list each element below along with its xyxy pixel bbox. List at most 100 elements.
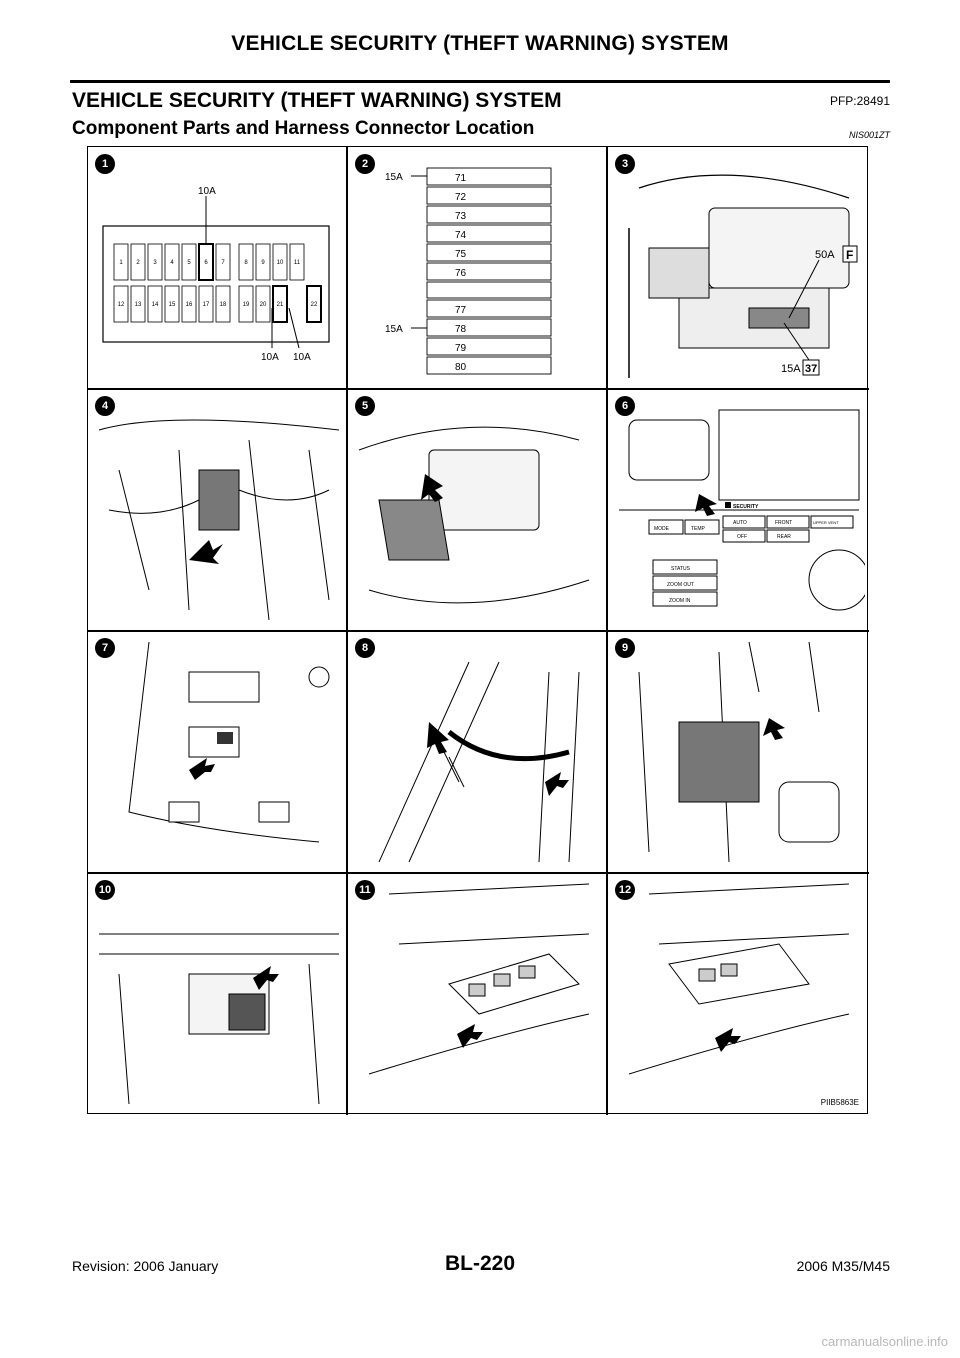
fuse-amp-label: 15A bbox=[781, 363, 801, 375]
zoom-out-button-label: ZOOM OUT bbox=[667, 582, 694, 588]
part-code: PFP:28491 bbox=[829, 94, 890, 108]
fuse-number: 76 bbox=[455, 268, 467, 279]
fuse-label-bottom: 10A bbox=[261, 352, 279, 363]
arrow-icon bbox=[695, 494, 717, 516]
steering-column-illustration bbox=[99, 933, 339, 1105]
arrow-icon bbox=[421, 474, 443, 502]
panel-number-badge: 6 bbox=[615, 396, 635, 416]
fuse-slot bbox=[426, 318, 552, 337]
door-lock-switch-illustration bbox=[378, 661, 580, 863]
fuse-slot-blank bbox=[426, 281, 552, 299]
fuse-number: 5 bbox=[187, 260, 191, 266]
arrow-icon bbox=[189, 758, 215, 780]
fuse-number: 6 bbox=[204, 260, 208, 266]
fuse-slot bbox=[426, 337, 552, 356]
fuse-number: 2 bbox=[136, 260, 140, 266]
fuse-slot bbox=[238, 243, 254, 281]
panel-number-badge: 7 bbox=[95, 638, 115, 658]
fuse-number: 7 bbox=[221, 260, 225, 266]
fuse-number: 8 bbox=[244, 260, 248, 266]
panel-3: 3 50A F 15A 37 bbox=[609, 148, 865, 388]
page-header: VEHICLE SECURITY (THEFT WARNING) SYSTEM bbox=[231, 32, 729, 55]
fuse-slot bbox=[255, 285, 271, 323]
fuse-slot bbox=[426, 167, 552, 186]
front-door-switch-illustration bbox=[368, 883, 590, 1075]
zoom-in-button-label: ZOOM IN bbox=[669, 598, 691, 604]
panel-10: 10 bbox=[89, 874, 345, 1114]
auto-button-label: AUTO bbox=[733, 520, 747, 526]
panel-number-badge: 5 bbox=[355, 396, 375, 416]
security-label: SECURITY bbox=[733, 504, 759, 510]
mode-button-label: MODE bbox=[654, 526, 670, 532]
fuse-slot bbox=[238, 285, 254, 323]
panel-number-badge: 1 bbox=[95, 154, 115, 174]
fuse-number: 3 bbox=[153, 260, 157, 266]
temp-button-label: TEMP bbox=[691, 526, 706, 532]
grid-divider bbox=[88, 388, 869, 390]
fuse-slot bbox=[198, 285, 214, 323]
panel-9: 9 bbox=[609, 632, 865, 872]
fuse-number: 11 bbox=[294, 260, 301, 266]
panel-7: 7 bbox=[89, 632, 345, 872]
fuse-number: 77 bbox=[455, 305, 467, 316]
arrow-icon bbox=[427, 722, 449, 754]
fuse-slot bbox=[113, 243, 129, 281]
fuse-box-letter: F bbox=[846, 248, 853, 262]
off-button-label: OFF bbox=[737, 534, 747, 540]
fuse-number: 21 bbox=[277, 302, 284, 308]
fuse-slot bbox=[164, 285, 180, 323]
fuse-slot bbox=[426, 224, 552, 243]
fuse-slot bbox=[215, 243, 231, 281]
panel-12: 12 bbox=[609, 874, 865, 1114]
fuse-number: 17 bbox=[203, 302, 210, 308]
arrow-icon bbox=[189, 540, 223, 564]
fuse-slot bbox=[147, 285, 163, 323]
panel-6: 6 SECURITY MODE TEMP AUTO FRONT UPPER VE… bbox=[609, 390, 865, 630]
fuse-slot bbox=[289, 243, 305, 281]
fuse-number: 13 bbox=[135, 302, 142, 308]
fuse-number: 14 bbox=[152, 302, 159, 308]
fuse-slot bbox=[215, 285, 231, 323]
panel-number-badge: 4 bbox=[95, 396, 115, 416]
panel-4: 4 bbox=[89, 390, 345, 630]
fuse-slot bbox=[426, 205, 552, 224]
panel-number-badge: 9 bbox=[615, 638, 635, 658]
panel-number-badge: 8 bbox=[355, 638, 375, 658]
engine-fuse-box-illustration: 50A F 15A 37 bbox=[628, 174, 858, 378]
fuse-number: 72 bbox=[455, 192, 467, 203]
fuse-number: 9 bbox=[261, 260, 265, 266]
fuse-slot bbox=[426, 356, 552, 375]
fuse-label-top: 10A bbox=[198, 186, 216, 197]
fuse-number: 16 bbox=[186, 302, 193, 308]
fuse-slot bbox=[306, 285, 322, 323]
front-button-label: FRONT bbox=[775, 520, 792, 526]
panel-5: 5 bbox=[349, 390, 605, 630]
fuse-number: 74 bbox=[455, 230, 467, 241]
panel-number-badge: 12 bbox=[615, 880, 635, 900]
fuse-number: 22 bbox=[311, 302, 318, 308]
header-rule bbox=[70, 80, 890, 83]
fuse-amp-label: 50A bbox=[815, 249, 835, 261]
panel-number-badge: 2 bbox=[355, 154, 375, 174]
engine-room-illustration bbox=[358, 426, 590, 604]
fuse-slot bbox=[113, 285, 129, 323]
fuse-slot bbox=[164, 243, 180, 281]
footer-model: 2006 M35/M45 bbox=[796, 1258, 890, 1274]
lower-dash-switch-illustration bbox=[128, 641, 330, 843]
fuse-number: 20 bbox=[260, 302, 267, 308]
arrow-icon bbox=[545, 772, 569, 796]
fuse-amp-label: 15A bbox=[385, 172, 403, 183]
fuse-number: 15 bbox=[169, 302, 176, 308]
arrow-icon bbox=[253, 966, 279, 990]
rear-button-label: REAR bbox=[777, 534, 791, 540]
panel-11: 11 bbox=[349, 874, 605, 1114]
fuse-number: 4 bbox=[170, 260, 174, 266]
doc-code: NIS001ZT bbox=[848, 130, 890, 140]
fuse-number: 75 bbox=[455, 249, 467, 260]
passenger-door-switch-illustration bbox=[628, 883, 850, 1075]
